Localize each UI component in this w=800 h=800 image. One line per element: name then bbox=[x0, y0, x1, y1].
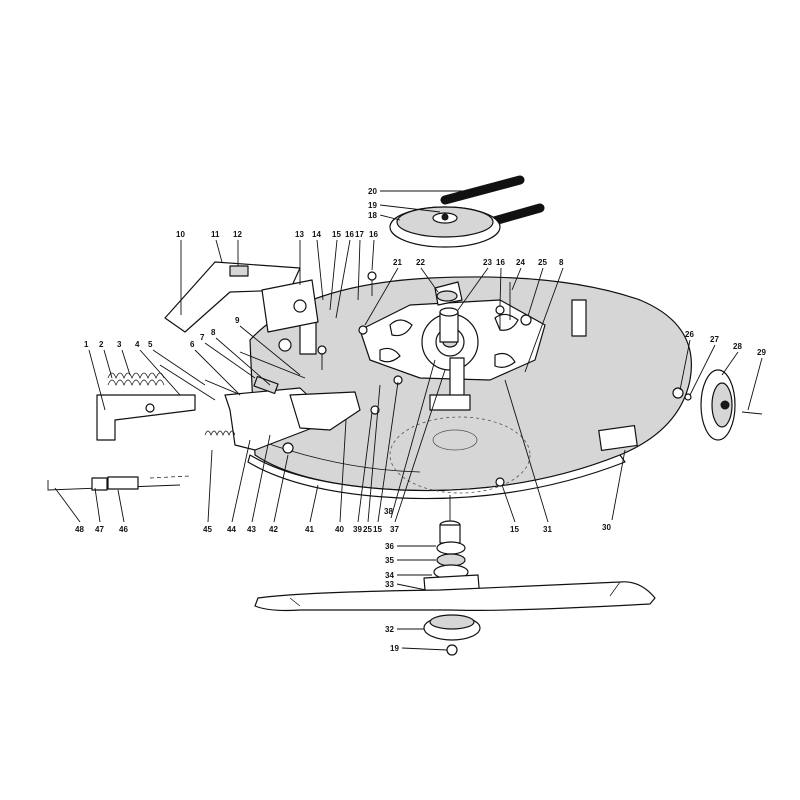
callout-38: 38 bbox=[384, 507, 393, 516]
callout-48: 48 bbox=[75, 525, 84, 534]
callout-33: 33 bbox=[385, 580, 394, 589]
callout-24: 24 bbox=[516, 258, 525, 267]
height-adjust-rod bbox=[47, 475, 191, 491]
callout-46: 46 bbox=[119, 525, 128, 534]
callout-7: 7 bbox=[200, 333, 205, 342]
callout-44: 44 bbox=[227, 525, 236, 534]
pulley-and-belt bbox=[389, 175, 545, 248]
idler-bracket-assembly bbox=[164, 261, 319, 352]
blade-spindle-stack bbox=[254, 495, 656, 656]
callout-39: 39 bbox=[353, 525, 362, 534]
callout-34: 34 bbox=[385, 571, 394, 580]
callout-12: 12 bbox=[233, 230, 242, 239]
callout-16-right: 16 bbox=[496, 258, 505, 267]
callout-11: 11 bbox=[211, 230, 220, 239]
callout-labels: 20 19 18 10 11 12 13 14 15 16 17 16 21 2… bbox=[54, 187, 766, 653]
callout-22: 22 bbox=[416, 258, 425, 267]
spindle-housing bbox=[434, 281, 463, 343]
callout-28: 28 bbox=[733, 342, 742, 351]
callout-18: 18 bbox=[368, 211, 377, 220]
callout-27: 27 bbox=[710, 335, 719, 344]
callout-8-right: 8 bbox=[559, 258, 564, 267]
callout-45: 45 bbox=[203, 525, 212, 534]
underside-hub-outline bbox=[389, 416, 531, 494]
callout-25-bottom: 25 bbox=[363, 525, 372, 534]
callout-15-right: 15 bbox=[510, 525, 519, 534]
callout-20: 20 bbox=[368, 187, 377, 196]
callout-42: 42 bbox=[269, 525, 278, 534]
callout-9: 9 bbox=[235, 316, 240, 325]
bolts bbox=[317, 271, 532, 487]
callout-14: 14 bbox=[312, 230, 321, 239]
callout-1: 1 bbox=[84, 340, 89, 349]
callout-6: 6 bbox=[190, 340, 195, 349]
callout-43: 43 bbox=[247, 525, 256, 534]
spring-assembly bbox=[96, 351, 361, 454]
callout-16-top: 16 bbox=[345, 230, 354, 239]
callout-26: 26 bbox=[685, 330, 694, 339]
callout-4: 4 bbox=[135, 340, 140, 349]
callout-5: 5 bbox=[148, 340, 153, 349]
callout-31: 31 bbox=[543, 525, 552, 534]
callout-36: 36 bbox=[385, 542, 394, 551]
callout-13: 13 bbox=[295, 230, 304, 239]
callout-17: 17 bbox=[355, 230, 364, 239]
callout-19-bottom: 19 bbox=[390, 644, 399, 653]
callout-47: 47 bbox=[95, 525, 104, 534]
callout-35: 35 bbox=[385, 556, 394, 565]
callout-10: 10 bbox=[176, 230, 185, 239]
callout-37: 37 bbox=[390, 525, 399, 534]
callout-8-left: 8 bbox=[211, 328, 216, 337]
callout-2: 2 bbox=[99, 340, 104, 349]
callout-25-top: 25 bbox=[538, 258, 547, 267]
tension-spring-2 bbox=[107, 372, 165, 386]
callout-32: 32 bbox=[385, 625, 394, 634]
callout-41: 41 bbox=[305, 525, 314, 534]
gauge-wheel-assembly bbox=[672, 369, 763, 441]
callout-3: 3 bbox=[117, 340, 122, 349]
callout-21: 21 bbox=[393, 258, 402, 267]
callout-23: 23 bbox=[483, 258, 492, 267]
callout-16-bolt: 16 bbox=[369, 230, 378, 239]
spring-45 bbox=[204, 430, 236, 436]
callout-40: 40 bbox=[335, 525, 344, 534]
callout-15-bottom: 15 bbox=[373, 525, 382, 534]
callout-19: 19 bbox=[368, 201, 377, 210]
callout-15-top: 15 bbox=[332, 230, 341, 239]
callout-29: 29 bbox=[757, 348, 766, 357]
callout-30: 30 bbox=[602, 523, 611, 532]
